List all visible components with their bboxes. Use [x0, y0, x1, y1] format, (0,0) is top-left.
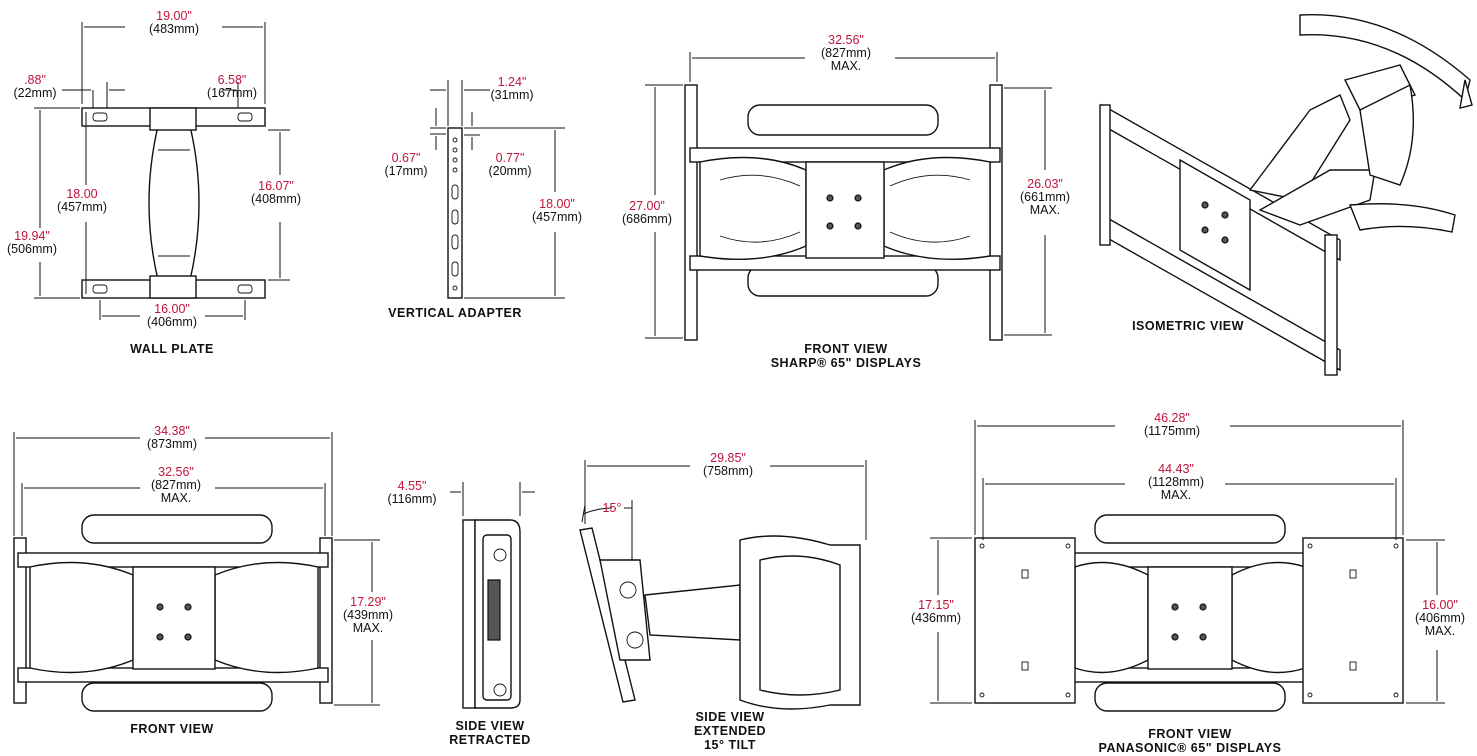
front-view-sharp-drawing: [684, 84, 1003, 341]
isometric-drawing: [1099, 13, 1473, 376]
dim-side-extended-tilt: 15°: [602, 501, 622, 515]
dim-front-height: 17.29"(439mm)MAX.: [342, 595, 394, 635]
dim-wall-plate-left-offset: .88"(22mm): [13, 73, 57, 100]
vertical-adapter-drawing: [447, 127, 463, 299]
dim-adapter-right: 0.77"(20mm): [488, 151, 532, 178]
dim-adapter-left: 0.67"(17mm): [384, 151, 428, 178]
dim-sharp-left-height: 27.00"(686mm): [621, 199, 673, 226]
dim-front-outer-width: 34.38"(873mm): [146, 424, 198, 451]
front-view-dimensions: [13, 432, 380, 706]
dim-panasonic-right-height: 16.00"(406mm)MAX.: [1414, 598, 1466, 638]
wall-plate-dimensions: [34, 22, 290, 320]
front-view-drawing: [13, 514, 333, 712]
dim-side-extended-depth: 29.85"(758mm): [702, 451, 754, 478]
dim-panasonic-outer-width: 46.28"(1175mm): [1143, 411, 1201, 438]
wall-plate-drawing: [81, 107, 266, 299]
dim-wall-plate-right-height: 16.07"(408mm): [250, 179, 302, 206]
dim-side-retracted-depth: 4.55"(116mm): [387, 479, 437, 506]
front-view-panasonic-dimensions: [930, 420, 1445, 704]
dim-wall-plate-width: 19.00"(483mm): [148, 9, 200, 36]
dim-panasonic-inner-width: 44.43"(1128mm)MAX.: [1147, 462, 1205, 502]
front-view-sharp-dimensions: [645, 52, 1052, 339]
side-extended-dimensions: [581, 460, 867, 560]
title-isometric-view: ISOMETRIC VIEW: [1132, 319, 1244, 333]
dim-sharp-width: 32.56"(827mm)MAX.: [820, 33, 872, 73]
dim-sharp-right-height: 26.03"(661mm)MAX.: [1019, 177, 1071, 217]
side-extended-drawing: [579, 527, 861, 710]
dim-wall-plate-inner-height: 18.00(457mm): [56, 187, 108, 214]
vertical-adapter-dimensions: [430, 80, 565, 299]
dim-adapter-height: 18.00"(457mm): [531, 197, 583, 224]
title-vertical-adapter: VERTICAL ADAPTER: [388, 306, 522, 320]
side-retracted-drawing: [462, 519, 521, 709]
dim-front-inner-width: 32.56"(827mm)MAX.: [150, 465, 202, 505]
dim-wall-plate-total-height: 19.94"(506mm): [6, 229, 58, 256]
dim-panasonic-left-height: 17.15"(436mm): [910, 598, 962, 625]
front-view-panasonic-drawing: [974, 514, 1404, 712]
dim-wall-plate-right-offset: 6.58"(167mm): [206, 73, 258, 100]
dim-adapter-top: 1.24"(31mm): [490, 75, 534, 102]
title-front-view: FRONT VIEW: [130, 722, 214, 736]
side-retracted-dimensions: [450, 482, 535, 516]
title-wall-plate: WALL PLATE: [130, 342, 214, 356]
dim-wall-plate-bottom-width: 16.00"(406mm): [146, 302, 198, 329]
